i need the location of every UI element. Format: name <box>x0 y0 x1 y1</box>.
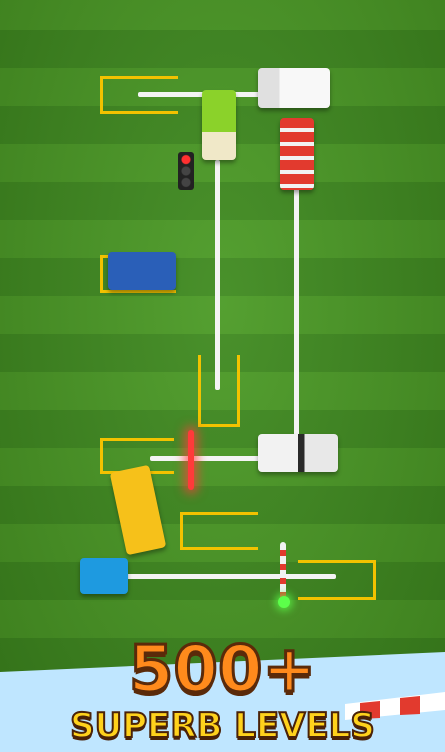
blue-van[interactable] <box>108 252 176 290</box>
banner-stripe-red-2 <box>400 696 420 715</box>
path-lower <box>150 456 262 461</box>
white-semi-truck[interactable] <box>258 434 338 472</box>
parking-slot-top-left <box>100 76 178 114</box>
barrier-red <box>188 430 194 490</box>
banner-stripe-red-1 <box>360 701 380 719</box>
white-box-truck[interactable] <box>258 68 330 108</box>
promo-subline: SUPERB LEVELS <box>69 706 376 746</box>
barrier-green <box>280 542 286 606</box>
path-bottom <box>126 574 336 579</box>
promo-headline: 500+ <box>127 633 317 707</box>
green-dump-truck[interactable] <box>202 90 236 160</box>
promo-banner: 500+ SUPERB LEVELS <box>0 632 445 752</box>
banner-background <box>0 652 445 752</box>
banner-sky-shape <box>0 652 445 752</box>
path-fire-truck <box>294 188 299 463</box>
traffic-light-top <box>178 152 194 190</box>
parking-slot-bottom-right <box>298 560 376 600</box>
path-green-truck <box>215 160 220 390</box>
parking-slot-lower-center <box>180 512 258 550</box>
yellow-school-bus[interactable] <box>109 464 167 556</box>
green-light-icon <box>278 596 290 608</box>
blue-bus[interactable] <box>80 558 128 594</box>
parking-slot-center <box>198 355 240 427</box>
red-fire-truck[interactable] <box>280 118 314 190</box>
